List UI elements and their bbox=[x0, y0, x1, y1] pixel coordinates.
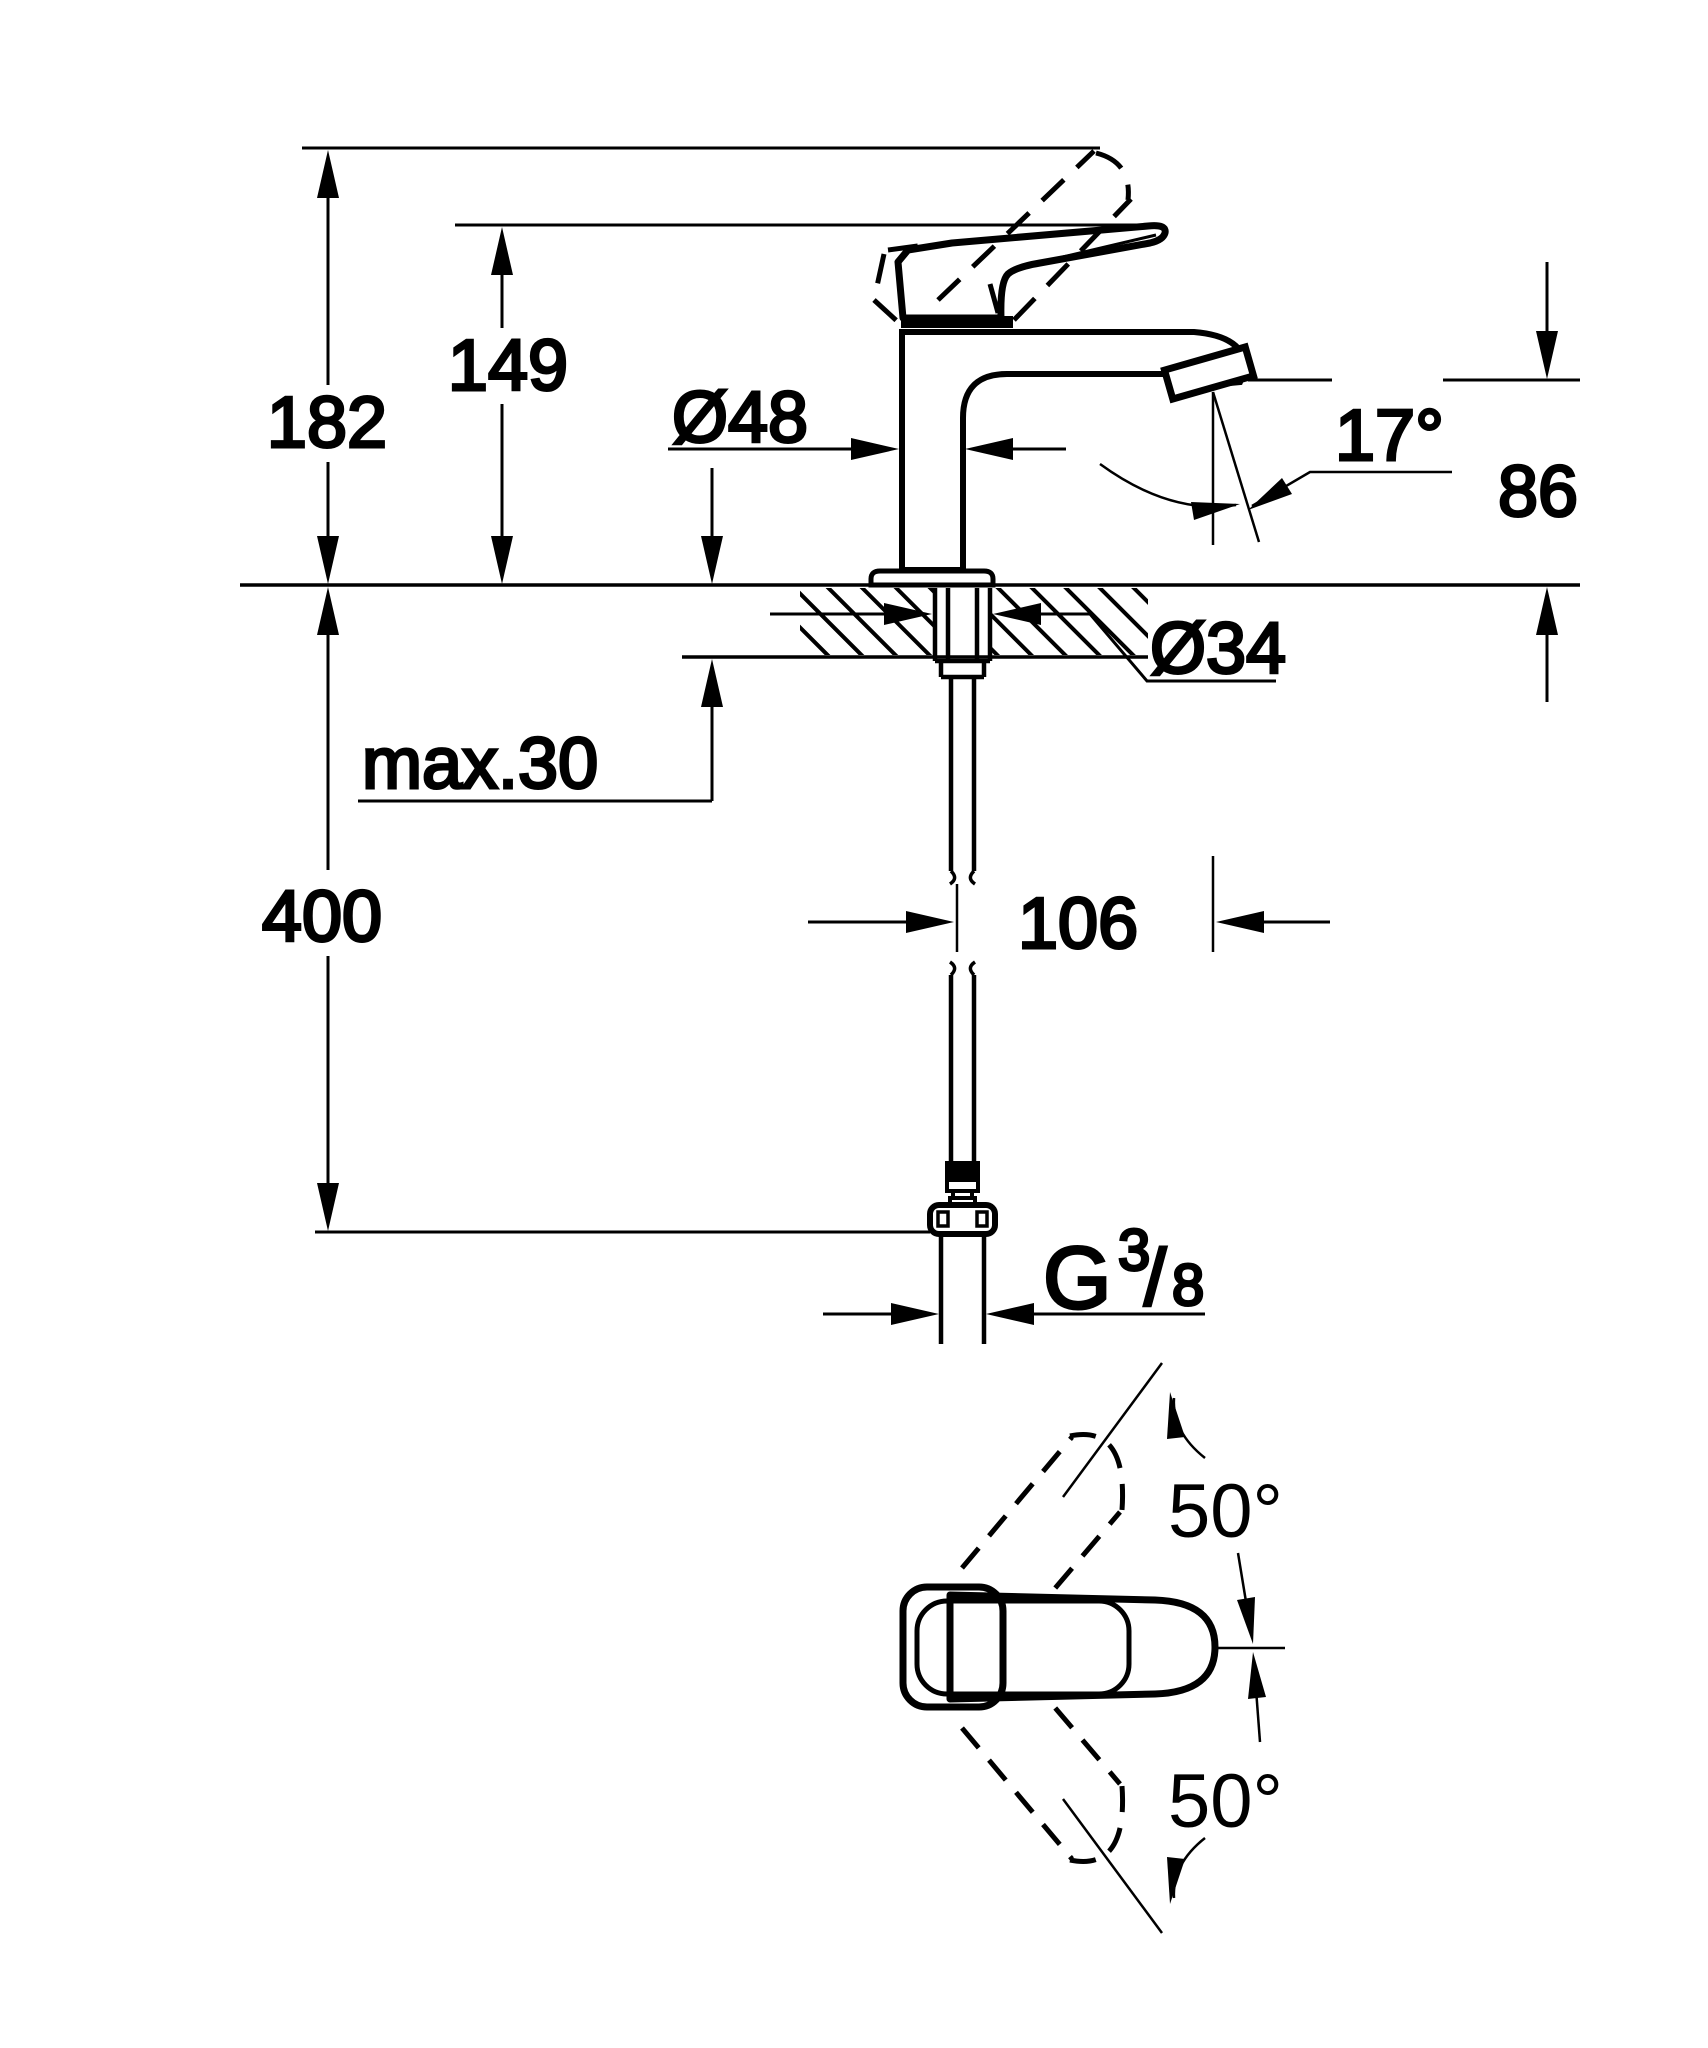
arrow-center-lower bbox=[1248, 1652, 1266, 1699]
arrow-106-left bbox=[906, 911, 954, 933]
handle-plan-view: 50° 50° bbox=[899, 1362, 1285, 1934]
hose-end-cap bbox=[945, 1161, 980, 1180]
dim-182-label: 182 bbox=[267, 383, 387, 463]
arrow-400-bottom bbox=[317, 1183, 339, 1231]
dim-dia34-label: Ø34 bbox=[1150, 609, 1286, 689]
nut-inner-left bbox=[936, 1210, 950, 1228]
swivel-dimension bbox=[1061, 1362, 1285, 1934]
swing-leg-upper bbox=[1061, 1362, 1164, 1498]
valve-collar bbox=[945, 1178, 980, 1193]
arrow-182-bottom bbox=[317, 536, 339, 584]
base-plate bbox=[868, 568, 996, 588]
handle-ghost-raised bbox=[871, 149, 1133, 324]
arrow-g38-left bbox=[891, 1303, 939, 1325]
arrow-149-top bbox=[491, 227, 513, 275]
arrow-dia48-right bbox=[965, 438, 1013, 460]
dim-149: 149 bbox=[446, 223, 1163, 584]
plan-lever-base bbox=[899, 1583, 1007, 1711]
dim-86-label: 86 bbox=[1498, 452, 1578, 532]
arrow-swing-upper bbox=[1167, 1392, 1185, 1439]
dim-dia34: Ø34 bbox=[770, 603, 1288, 691]
arrow-leader-17 bbox=[1248, 478, 1292, 510]
arrow-86-up bbox=[1536, 587, 1558, 635]
hose-lower-segment bbox=[948, 975, 977, 1162]
g38-letter: G bbox=[1043, 1228, 1111, 1327]
dim-106: 106 bbox=[808, 856, 1330, 966]
hose-upper-segment bbox=[948, 700, 977, 871]
arrow-182-top bbox=[317, 150, 339, 198]
plan-lever-inner bbox=[914, 1598, 1132, 1697]
plan-lever-solid bbox=[946, 1591, 1219, 1703]
dim-149-label: 149 bbox=[448, 326, 568, 406]
arrow-149-bottom bbox=[491, 536, 513, 584]
arrow-400-top bbox=[317, 587, 339, 635]
dim-dia48: Ø48 bbox=[668, 377, 1066, 460]
g38-slash: / bbox=[1144, 1233, 1167, 1322]
arrow-max30-down bbox=[701, 536, 723, 584]
arrow-dia34-left bbox=[884, 603, 932, 625]
dim-86: 86 bbox=[1248, 262, 1580, 702]
g38-numerator: 3 bbox=[1118, 1218, 1150, 1283]
arrow-106-right bbox=[1216, 911, 1264, 933]
arrow-swing-lower bbox=[1167, 1857, 1185, 1904]
arrow-g38-right bbox=[986, 1303, 1034, 1325]
dim-106-label: 106 bbox=[1018, 884, 1138, 964]
faucet-side-view bbox=[868, 149, 1258, 588]
dim-17deg: 17° bbox=[1099, 391, 1452, 545]
swing-upper-label: 50° bbox=[1168, 1469, 1283, 1554]
g38-denominator: 8 bbox=[1172, 1253, 1204, 1318]
hose-break-upper bbox=[948, 869, 977, 886]
arrow-dia34-right bbox=[993, 603, 1041, 625]
deck-hatch-right bbox=[992, 588, 1148, 655]
tailpiece-pipe bbox=[938, 1234, 987, 1344]
arrow-max30-up bbox=[701, 659, 723, 707]
dim-17deg-label: 17° bbox=[1335, 396, 1444, 476]
arrow-86-down bbox=[1536, 331, 1558, 379]
arrow-arc-17 bbox=[1191, 502, 1240, 520]
supply-hose bbox=[927, 700, 998, 1344]
dim-400-label: 400 bbox=[262, 877, 382, 957]
dim-182: 182 bbox=[265, 146, 1100, 584]
dim-g38: G 3 / 8 bbox=[823, 1217, 1206, 1329]
dim-400: 400 bbox=[260, 587, 930, 1234]
dim-max30: max.30 bbox=[358, 468, 723, 806]
mounting-shank bbox=[932, 588, 993, 700]
dim-max30-label: max.30 bbox=[362, 724, 598, 804]
deck-hatch-left bbox=[800, 588, 933, 655]
plan-ghost-upper bbox=[960, 1432, 1126, 1622]
swing-leg-lower bbox=[1061, 1798, 1164, 1934]
handle-lever-accent bbox=[1015, 233, 1157, 270]
dim-dia48-label: Ø48 bbox=[672, 378, 808, 458]
swing-lower-label: 50° bbox=[1168, 1759, 1283, 1844]
hose-break-lower bbox=[948, 960, 977, 977]
spout-angle-line bbox=[1211, 391, 1261, 543]
arrow-dia48-left bbox=[851, 438, 899, 460]
nut-inner-right bbox=[975, 1210, 989, 1228]
spout-aerator bbox=[1160, 342, 1258, 404]
arrow-center-upper bbox=[1237, 1597, 1255, 1644]
angle-arc-17 bbox=[1099, 462, 1237, 508]
dimensions: 182 149 400 max.30 bbox=[260, 146, 1580, 1329]
deck-section bbox=[240, 583, 1580, 659]
